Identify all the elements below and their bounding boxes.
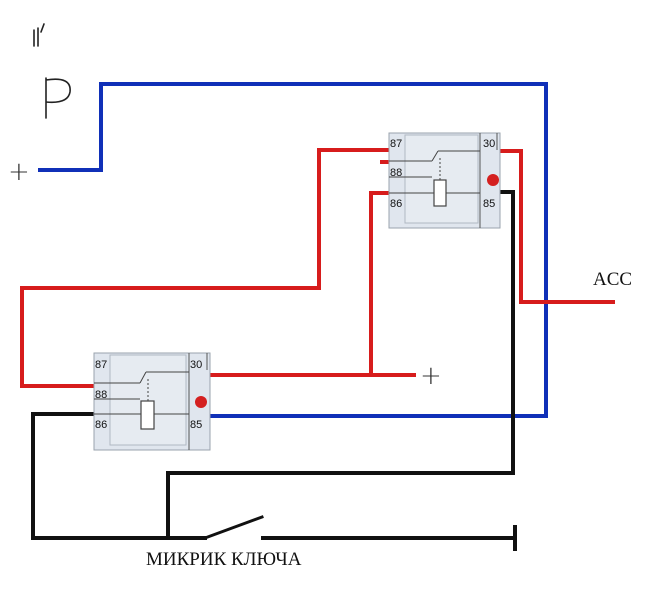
ground-wires — [31, 190, 517, 551]
relay-bottom-pin-85: 85 — [190, 419, 202, 431]
red-wire-acc — [498, 149, 615, 304]
relay-bottom-pin-86: 86 — [95, 419, 107, 431]
black-wire-main — [31, 412, 207, 540]
ignition-wire — [38, 82, 548, 418]
relay-bottom: 87 88 86 30 85 — [93, 352, 211, 451]
relay-top-pin-87: 87 — [390, 138, 402, 150]
handwritten-marks — [33, 23, 71, 119]
black-wire-switch-tap — [166, 190, 515, 540]
red-wire-loop — [20, 148, 391, 388]
red-wire-to-86 — [369, 191, 391, 377]
relay-top: 87 88 86 30 85 — [388, 132, 501, 229]
relay-top-pin-30: 30 — [483, 138, 495, 150]
relay-top-pin-85: 85 — [483, 198, 495, 210]
plus-left-label: + — [8, 157, 30, 187]
relay-top-pin-88: 88 — [390, 167, 402, 179]
acc-label: ACC — [593, 269, 632, 290]
ignition-wire-path — [38, 82, 548, 418]
relay-bottom-pin-88: 88 — [95, 389, 107, 401]
relay-top-led — [487, 174, 499, 186]
relay-bottom-pin-30: 30 — [190, 359, 202, 371]
relay-bottom-led — [195, 396, 207, 408]
key-switch-lever — [203, 515, 264, 540]
plus-wires — [20, 148, 615, 388]
plus-right-label: + — [420, 361, 442, 391]
relay-top-pin-86: 86 — [390, 198, 402, 210]
key-switch-label: МИКРИК КЛЮЧА — [146, 549, 302, 570]
relay-bottom-pin-87: 87 — [95, 359, 107, 371]
